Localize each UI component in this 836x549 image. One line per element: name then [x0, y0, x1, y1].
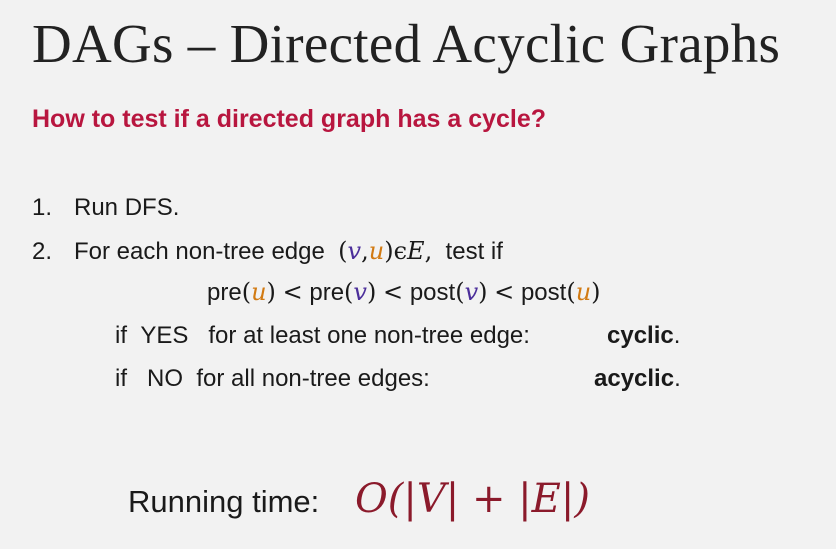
post-label: post — [520, 279, 567, 306]
answer-label: YES — [140, 322, 189, 349]
if-label: if — [115, 365, 127, 392]
period: . — [674, 365, 681, 392]
edge-set: E — [407, 237, 425, 265]
step-text: Run DFS. — [74, 194, 180, 221]
step-text-after: test if — [445, 238, 503, 265]
answer-label: NO — [147, 365, 184, 392]
step-2: 2. For each non-tree edge (v,u)ϵE, test i… — [32, 237, 503, 266]
condition-no: if NO for all non-tree edges: — [115, 365, 430, 393]
edge-notation: (v,u)ϵE, — [338, 237, 433, 265]
if-label: if — [115, 322, 127, 349]
var-v: v — [347, 237, 362, 265]
result-cyclic: cyclic. — [607, 322, 680, 350]
pre-label: pre — [309, 279, 345, 306]
result-label: cyclic — [607, 322, 674, 349]
step-number: 1. — [32, 194, 53, 221]
pre-label: pre — [207, 279, 242, 306]
var-u: u — [575, 278, 592, 306]
post-label: post — [409, 279, 456, 306]
result-label: acyclic — [594, 365, 675, 392]
var-v: v — [464, 278, 479, 306]
period: . — [673, 322, 681, 349]
step-1: 1. Run DFS. — [32, 194, 179, 222]
condition-yes: if YES for at least one non-tree edge: — [115, 322, 530, 350]
var-v: v — [353, 278, 367, 306]
less-than: < — [383, 278, 404, 306]
slide-title: DAGs – Directed Acyclic Graphs — [32, 13, 781, 74]
step-number: 2. — [32, 238, 53, 265]
slide-subtitle: How to test if a directed graph has a cy… — [32, 105, 547, 133]
running-time-expression: O(|V| + |E|) — [355, 476, 590, 522]
less-than: < — [494, 278, 515, 306]
condition-text: for all non-tree edges: — [196, 365, 430, 392]
running-time-label: Running time: — [128, 484, 320, 519]
var-u: u — [251, 278, 267, 306]
result-acyclic: acyclic. — [594, 365, 681, 393]
var-u: u — [368, 237, 385, 265]
pre-post-inequality: pre(u) < pre(v) < post(v) < post(u) — [207, 278, 601, 306]
step-text: For each non-tree edge — [74, 238, 325, 265]
condition-text: for at least one non-tree edge: — [208, 322, 530, 349]
less-than: < — [282, 278, 303, 306]
